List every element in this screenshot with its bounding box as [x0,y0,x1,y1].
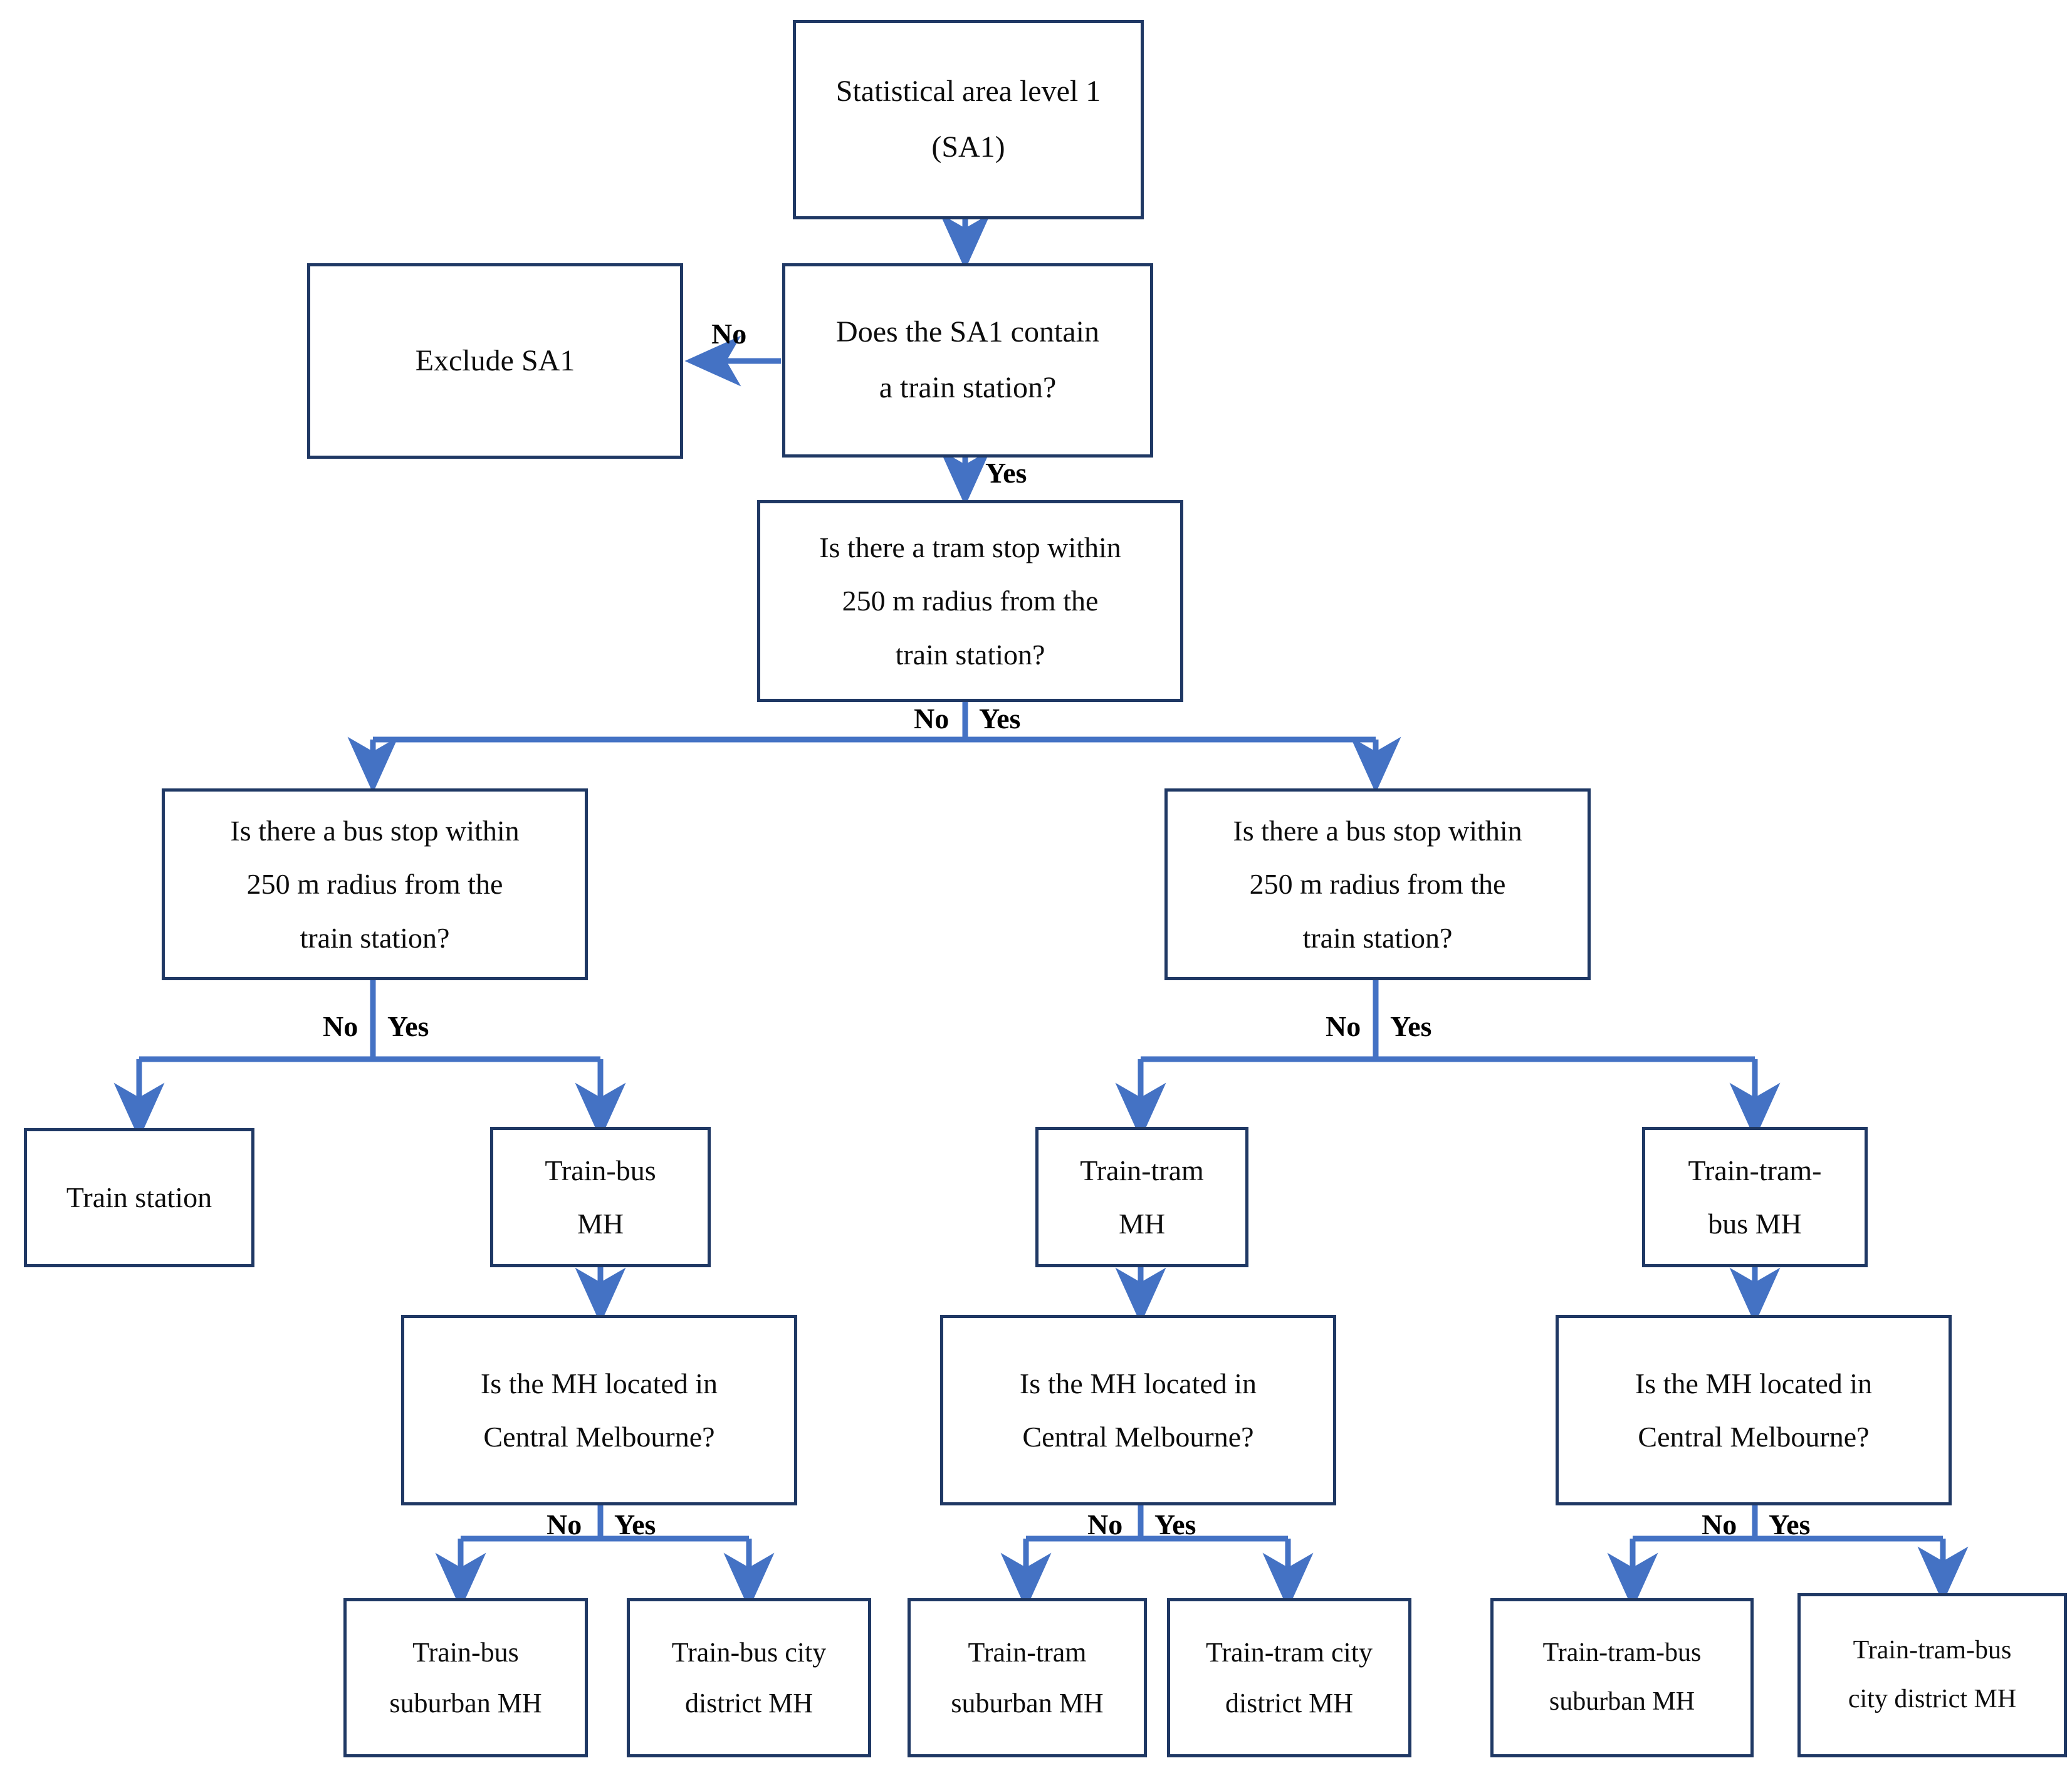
node-question-mh-central-2-line2: Central Melbourne? [1022,1421,1254,1453]
node-train-bus-suburban-mh-line1: Train-bus [412,1636,519,1668]
node-question-mh-central-3-line2: Central Melbourne? [1638,1421,1870,1453]
node-question-bus-stop-left[interactable]: Is there a bus stop within 250 m radius … [162,788,588,980]
node-train-bus-city-district-mh-line2: district MH [684,1688,814,1718]
node-train-tram-mh-line1: Train-tram [1080,1154,1204,1186]
node-question-bus-stop-right[interactable]: Is there a bus stop within 250 m radius … [1164,788,1591,980]
node-question-bus-stop-right-line1: Is there a bus stop within [1233,815,1522,847]
node-train-tram-mh-line2: MH [1118,1208,1166,1240]
node-question-mh-central-2[interactable]: Is the MH located in Central Melbourne? [940,1315,1336,1505]
node-question-bus-stop-right-line3: train station? [1302,921,1453,954]
node-exclude-sa1-line1: Exclude SA1 [415,343,575,377]
node-train-tram-city-district-mh[interactable]: Train-tram city district MH [1167,1598,1411,1757]
node-sa1-line1: Statistical area level 1 [835,75,1101,108]
node-exclude-sa1[interactable]: Exclude SA1 [307,263,683,459]
node-sa1-line2: (SA1) [931,130,1005,164]
node-train-tram-bus-mh-line1: Train-tram- [1688,1154,1822,1186]
node-train-tram-suburban-mh-line1: Train-tram [968,1636,1087,1668]
node-train-tram-bus-mh[interactable]: Train-tram- bus MH [1642,1127,1868,1267]
node-question-tram-stop-line2: 250 m radius from the [842,585,1099,617]
node-train-bus-mh[interactable]: Train-bus MH [490,1127,711,1267]
node-question-train-station-line1: Does the SA1 contain [836,315,1099,349]
node-train-tram-bus-city-district-mh-line1: Train-tram-bus [1853,1636,2012,1665]
node-question-mh-central-3[interactable]: Is the MH located in Central Melbourne? [1556,1315,1952,1505]
node-train-tram-suburban-mh-line2: suburban MH [951,1688,1104,1718]
node-question-tram-stop[interactable]: Is there a tram stop within 250 m radius… [757,500,1183,702]
node-train-tram-city-district-mh-line1: Train-tram city [1206,1636,1373,1668]
node-train-bus-mh-line1: Train-bus [545,1154,656,1186]
edge-label-mh2-no: No [1087,1509,1123,1540]
node-question-mh-central-1-line2: Central Melbourne? [483,1421,715,1453]
edge-label-bus-right-yes: Yes [1390,1010,1432,1042]
node-question-bus-stop-left-line1: Is there a bus stop within [230,815,520,847]
node-train-bus-suburban-mh-line2: suburban MH [389,1688,542,1718]
edge-label-tram-no: No [914,703,950,735]
node-train-bus-mh-line2: MH [577,1208,624,1240]
edge-label-mh3-yes: Yes [1769,1509,1811,1540]
node-train-tram-bus-city-district-mh[interactable]: Train-tram-bus city district MH [1797,1593,2067,1757]
edge-label-mh3-no: No [1702,1509,1737,1540]
node-train-bus-city-district-mh-line1: Train-bus city [671,1636,827,1668]
node-question-bus-stop-left-line2: 250 m radius from the [246,868,503,901]
node-train-tram-mh[interactable]: Train-tram MH [1035,1127,1248,1267]
node-train-bus-city-district-mh[interactable]: Train-bus city district MH [627,1598,871,1757]
node-train-tram-bus-suburban-mh[interactable]: Train-tram-bus suburban MH [1490,1598,1754,1757]
node-train-station-line1: Train station [66,1181,212,1214]
node-train-tram-bus-suburban-mh-line2: suburban MH [1549,1687,1695,1716]
node-train-tram-city-district-mh-line2: district MH [1225,1688,1354,1718]
node-sa1[interactable]: Statistical area level 1 (SA1) [793,20,1144,219]
edge-label-train-yes: Yes [985,457,1027,489]
node-question-mh-central-2-line1: Is the MH located in [1019,1367,1257,1399]
node-question-train-station-line2: a train station? [879,371,1057,404]
node-question-mh-central-1[interactable]: Is the MH located in Central Melbourne? [401,1315,797,1505]
edge-label-bus-right-no: No [1326,1010,1361,1042]
edge-label-tram-yes: Yes [979,703,1021,735]
edge-label-mh1-yes: Yes [614,1509,656,1540]
node-train-tram-bus-mh-line2: bus MH [1708,1208,1802,1240]
node-question-bus-stop-left-line3: train station? [300,921,450,954]
node-question-train-station[interactable]: Does the SA1 contain a train station? [782,263,1153,458]
node-question-tram-stop-line1: Is there a tram stop within [819,531,1121,564]
node-train-station[interactable]: Train station [24,1128,254,1267]
edge-label-train-no: No [711,318,747,350]
node-train-bus-suburban-mh[interactable]: Train-bus suburban MH [343,1598,588,1757]
edge-label-bus-left-yes: Yes [387,1010,429,1042]
node-question-mh-central-3-line1: Is the MH located in [1635,1367,1873,1399]
node-train-tram-bus-suburban-mh-line1: Train-tram-bus [1542,1638,1702,1668]
edge-label-mh2-yes: Yes [1154,1509,1196,1540]
node-question-bus-stop-right-line2: 250 m radius from the [1249,868,1506,901]
edge-label-bus-left-no: No [323,1010,358,1042]
node-train-tram-bus-city-district-mh-line2: city district MH [1848,1685,2017,1713]
node-question-tram-stop-line3: train station? [895,638,1045,671]
node-question-mh-central-1-line1: Is the MH located in [480,1367,718,1399]
node-train-tram-suburban-mh[interactable]: Train-tram suburban MH [908,1598,1147,1757]
edge-label-mh1-no: No [547,1509,582,1540]
